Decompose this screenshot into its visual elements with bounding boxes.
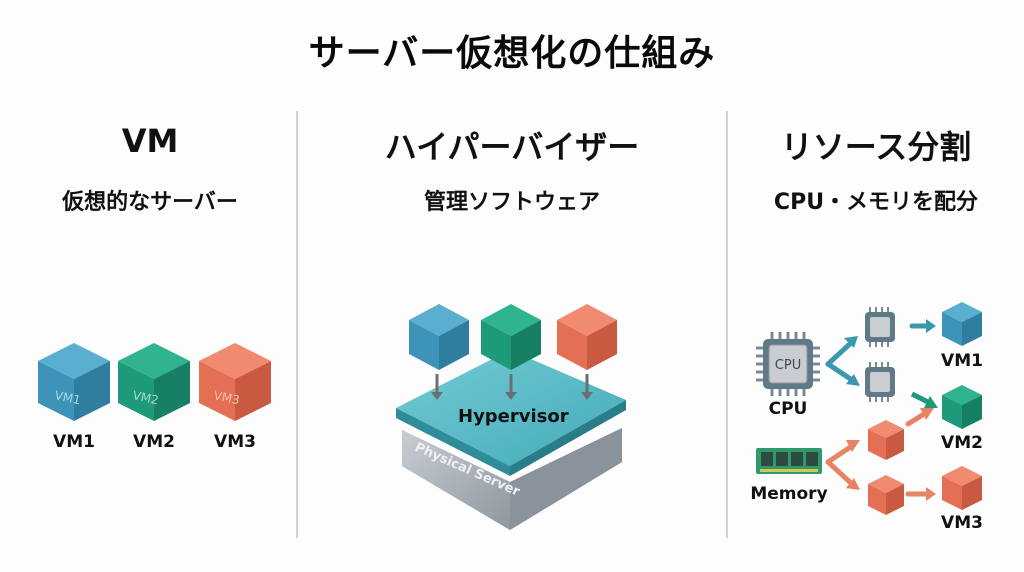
hypervisor-subheading: 管理ソフトウェア (423, 190, 600, 215)
hypervisor-diagram: Physical Server Hypervisor (396, 304, 626, 530)
cpu-chip-icon: CPU (756, 332, 820, 396)
hypervisor-label: Hypervisor (458, 406, 569, 427)
resource-heading: リソース分割 (780, 128, 972, 166)
cpu-arrows-icon (825, 319, 936, 386)
res-vm3-cube-icon (942, 466, 982, 510)
vm1-cube-icon: VM1 (38, 343, 110, 421)
vm-cubes: VM1 VM2 VM3 (38, 343, 271, 421)
vm1-caption: VM1 (53, 432, 95, 452)
core2-to-vm2-arrowhead (924, 396, 938, 408)
cpu-chip-label: CPU (775, 358, 801, 373)
hv-vm3-cube-icon (557, 304, 617, 370)
res-vm2-cube-icon (942, 385, 982, 429)
resource-subheading: CPU・メモリを配分 (773, 190, 979, 215)
res-vm1-caption: VM1 (941, 351, 983, 371)
vm2-face-label: VM2 (131, 388, 160, 407)
resource-diagram: CPU (756, 302, 982, 515)
res-vm3-caption: VM3 (941, 513, 983, 533)
hv-vm2-cube-icon (481, 304, 541, 370)
vm-heading: VM (121, 122, 179, 160)
down-arrow-icons (431, 374, 593, 400)
memory-block-1-icon (868, 420, 904, 460)
vm3-cube-icon: VM3 (199, 343, 271, 421)
memory-module-icon (756, 448, 822, 474)
divider-left (296, 111, 298, 538)
memory-block-2-icon (868, 475, 904, 515)
res-vm1-cube-icon (942, 302, 982, 346)
vm3-face-label: VM3 (212, 388, 241, 407)
hv-vm1-cube-icon (409, 304, 469, 370)
cpu-caption: CPU (768, 399, 808, 419)
vm3-caption: VM3 (214, 432, 256, 452)
vm1-face-label: VM1 (53, 388, 82, 407)
divider-right (726, 111, 728, 538)
hypervisor-heading: ハイパーバイザー (384, 128, 640, 166)
hypervisor-layer-icon: Hypervisor (396, 350, 626, 476)
vm-subheading: 仮想的なサーバー (62, 190, 238, 215)
vm2-caption: VM2 (133, 432, 175, 452)
memory-caption: Memory (750, 484, 828, 504)
res-vm2-caption: VM2 (941, 433, 983, 453)
core2-to-vm2-arrow (910, 391, 930, 405)
vm2-cube-icon: VM2 (118, 343, 190, 421)
cpu-core-2-icon (865, 362, 895, 402)
cpu-core-1-icon (865, 307, 895, 347)
memory-arrows-icon (825, 408, 936, 501)
page-title: サーバー仮想化の仕組み (308, 33, 716, 74)
